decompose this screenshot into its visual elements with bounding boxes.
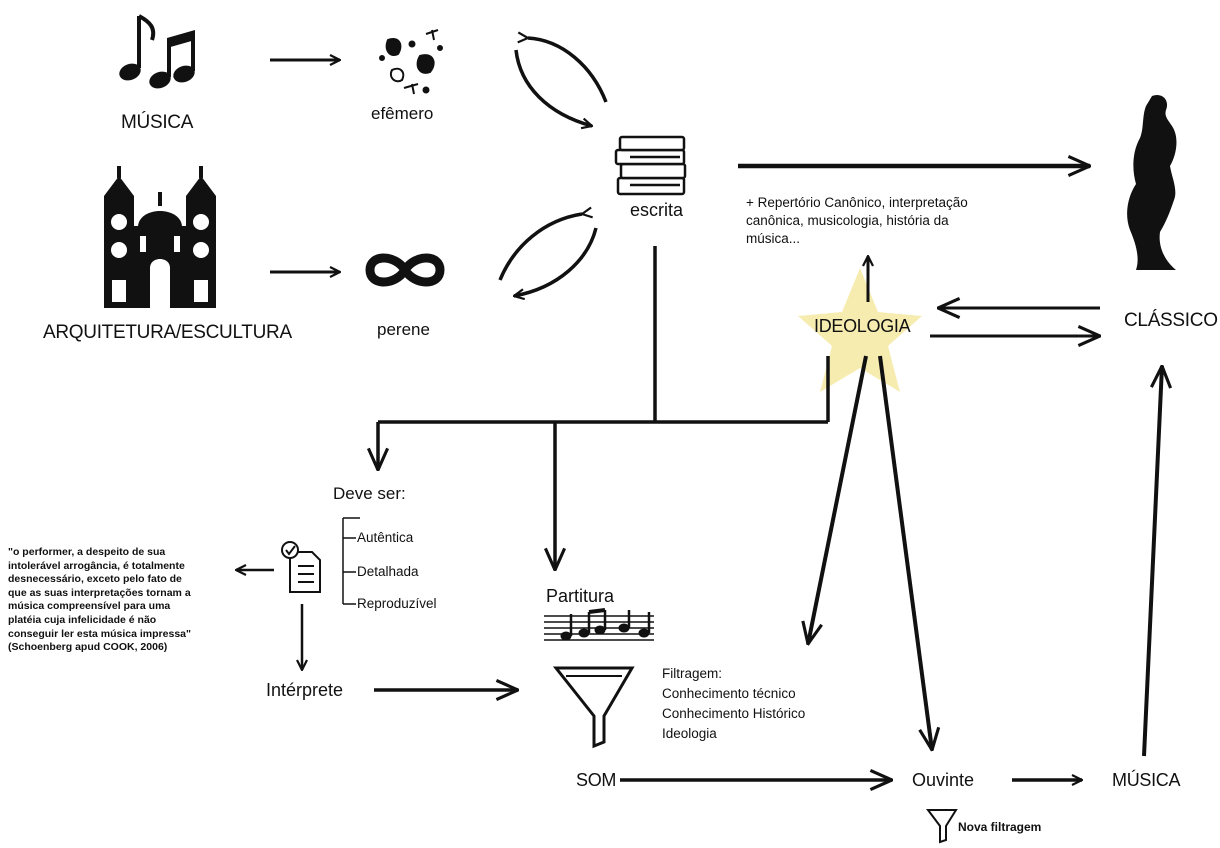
funnel-icon xyxy=(552,666,635,749)
quote-line-4: que as suas interpretações tornam a xyxy=(8,586,191,599)
deve-ser-item-reproduzivel: Reproduzível xyxy=(357,596,437,611)
leaves-icon xyxy=(379,29,443,95)
label-som: SOM xyxy=(576,770,617,790)
statue-icon xyxy=(1127,94,1177,270)
quote-line-1: "o performer, a despeito de sua xyxy=(8,546,166,558)
small-funnel-icon xyxy=(926,809,958,844)
quote-line-2: intolerável arrogância, é totalmente xyxy=(8,559,185,572)
cathedral-icon xyxy=(104,166,216,308)
label-classico: CLÁSSICO xyxy=(1124,310,1218,331)
label-filtragem: Filtragem: Conhecimento técnico Conhecim… xyxy=(662,664,805,744)
quote-line-3: desnecessário, exceto pelo fato de xyxy=(8,573,182,586)
label-arquitetura-escultura: ARQUITETURA/ESCULTURA xyxy=(43,322,292,343)
repertorio-line-1: + Repertório Canônico, interpretação xyxy=(746,195,968,210)
label-escrita: escrita xyxy=(630,200,684,220)
filtragem-item-3: Ideologia xyxy=(662,726,717,741)
label-ideologia: IDEOLOGIA xyxy=(814,316,911,336)
filtragem-item-2: Conhecimento Histórico xyxy=(662,706,806,721)
sheet-music-icon xyxy=(544,608,654,641)
label-interprete: Intérprete xyxy=(266,680,344,700)
connectors xyxy=(236,38,1162,780)
checklist-document-icon xyxy=(281,541,321,593)
repertorio-line-3: música... xyxy=(746,231,801,246)
label-partitura: Partitura xyxy=(546,586,615,606)
deve-ser-item-detalhada: Detalhada xyxy=(357,564,419,579)
books-icon xyxy=(614,135,687,196)
label-musica-top: MÚSICA xyxy=(121,112,194,133)
label-perene: perene xyxy=(377,320,430,339)
quote-citation: (Schoenberg apud COOK, 2006) xyxy=(8,641,168,654)
quote-line-7: conseguir ler esta música impressa" xyxy=(8,627,191,640)
filtragem-item-1: Conhecimento técnico xyxy=(662,686,796,701)
quote-schoenberg: "o performer, a despeito de sua intolerá… xyxy=(8,546,191,655)
quote-line-5: música compreensível para uma xyxy=(8,600,171,613)
label-efemero: efêmero xyxy=(371,104,434,123)
filtragem-title: Filtragem: xyxy=(662,666,723,681)
deve-ser-item-autentica: Autêntica xyxy=(357,530,414,545)
label-nova-filtragem: Nova filtragem xyxy=(958,820,1042,834)
infinity-icon xyxy=(365,253,445,287)
quote-line-6: platéia cuja infelicidade é não xyxy=(8,613,157,626)
music-notes-icon xyxy=(119,14,195,89)
label-deve-ser: Deve ser: xyxy=(333,484,406,503)
label-repertorio: + Repertório Canônico, interpretação can… xyxy=(746,194,968,248)
label-musica-bottom: MÚSICA xyxy=(1112,770,1181,790)
repertorio-line-2: canônica, musicologia, história da xyxy=(746,213,949,228)
label-ouvinte: Ouvinte xyxy=(912,770,975,790)
